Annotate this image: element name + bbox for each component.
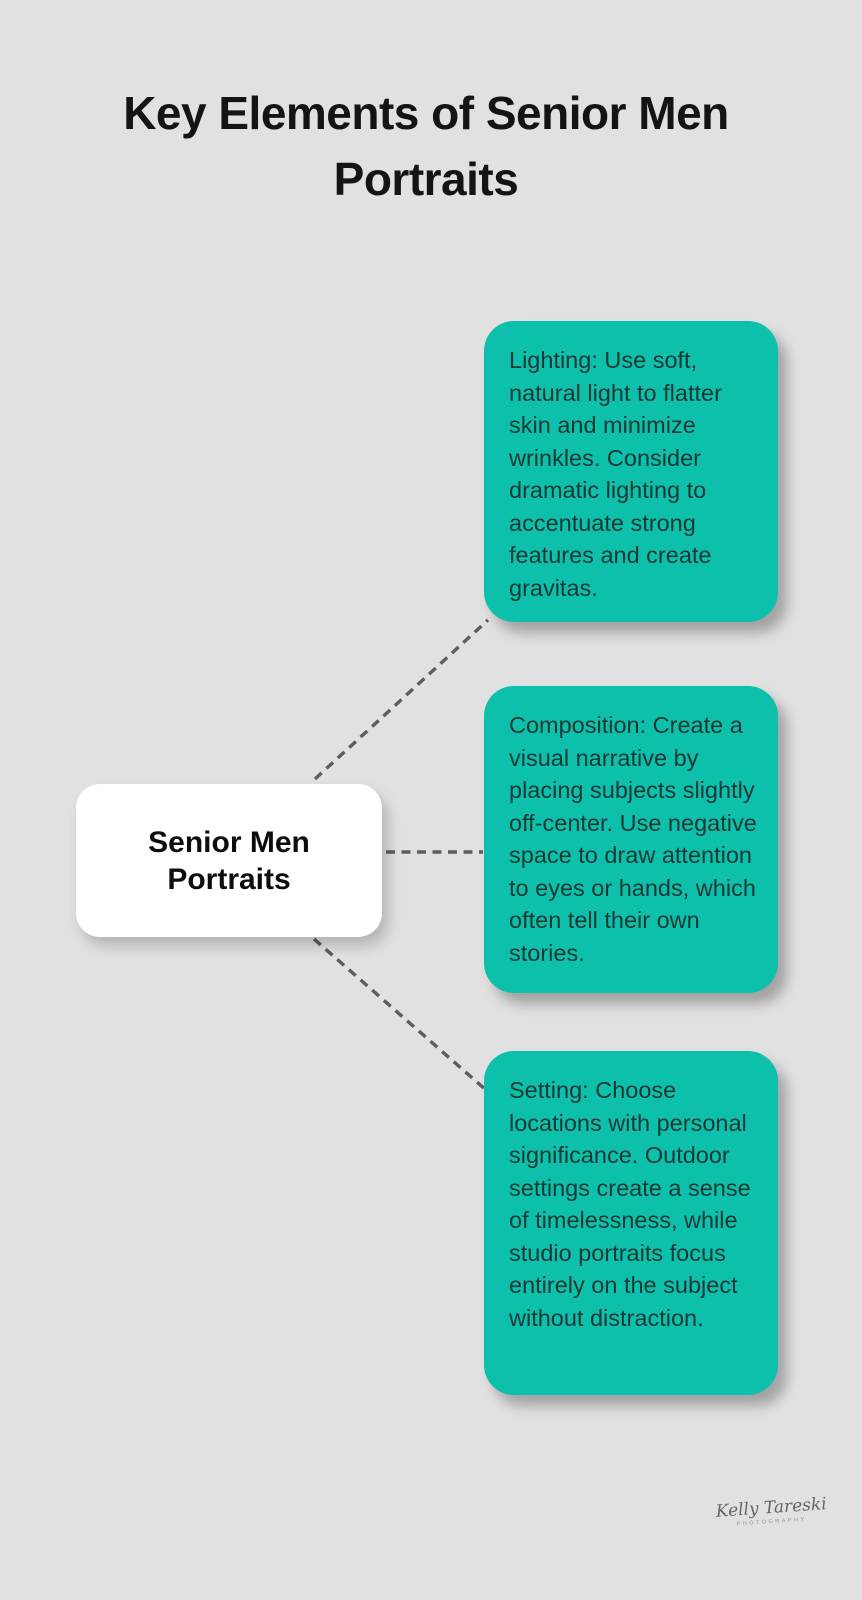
- branch-node-setting: Setting: Choose locations with personal …: [484, 1051, 778, 1395]
- page-title-line2: Portraits: [333, 153, 519, 205]
- branch-node-composition: Composition: Create a visual narrative b…: [484, 686, 778, 993]
- connector-lighting: [313, 618, 490, 781]
- center-node-label-line1: Senior Men: [148, 825, 310, 859]
- connector-setting: [312, 937, 488, 1092]
- center-node-label-line2: Portraits: [167, 862, 291, 896]
- branch-lighting-text: Lighting: Use soft, natural light to fla…: [509, 347, 722, 601]
- page-title-line1: Key Elements of Senior Men: [123, 87, 729, 139]
- branch-setting-text: Setting: Choose locations with personal …: [509, 1077, 751, 1331]
- page-title: Key Elements of Senior Men Portraits: [0, 80, 852, 212]
- branch-composition-text: Composition: Create a visual narrative b…: [509, 712, 757, 966]
- center-node-senior-men-portraits: Senior Men Portraits: [76, 784, 382, 937]
- branch-node-lighting: Lighting: Use soft, natural light to fla…: [484, 321, 778, 622]
